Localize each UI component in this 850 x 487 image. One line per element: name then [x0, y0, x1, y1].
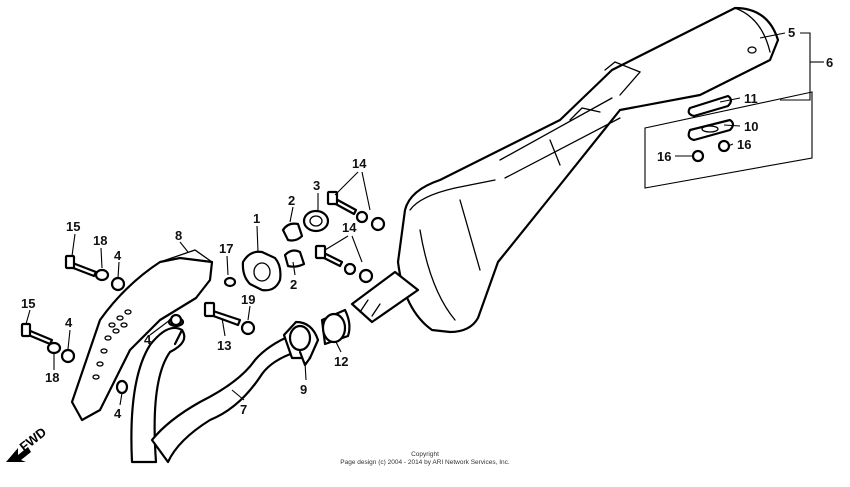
flange-gasket: [241, 250, 282, 292]
callout-4-mid-left: 4: [65, 315, 73, 330]
nuts-and-washers: [46, 210, 386, 395]
callout-15-upper: 15: [66, 219, 80, 234]
callout-14-upper: 14: [352, 156, 367, 171]
callout-5: 5: [788, 25, 795, 40]
exhaust-pipe: [130, 316, 298, 464]
callout-8: 8: [175, 228, 182, 243]
callout-19: 19: [241, 292, 255, 307]
copyright-line-1: Copyright: [411, 451, 439, 458]
callout-16-right: 16: [737, 137, 751, 152]
callout-13: 13: [217, 338, 231, 353]
callout-18-upper: 18: [93, 233, 107, 248]
callout-2-lower: 2: [290, 277, 297, 292]
callout-labels: 5 6 11 10 16 16 14 14 3 2 2 1 17 19 13 1…: [21, 25, 833, 421]
protector-vent-holes: [92, 309, 132, 380]
callout-4-upper: 4: [114, 248, 122, 263]
callout-11: 11: [744, 91, 758, 106]
callout-2-upper: 2: [288, 193, 295, 208]
joint-collar: [282, 320, 320, 367]
muffler-outlet: [350, 270, 420, 324]
fwd-indicator: FWD: [6, 424, 49, 462]
fwd-label: FWD: [17, 424, 50, 454]
callout-4-mid: 4: [144, 332, 152, 347]
callout-3: 3: [313, 178, 320, 193]
callout-4-lower: 4: [114, 406, 122, 421]
callout-12: 12: [334, 354, 348, 369]
bolt-15-upper: [64, 254, 98, 278]
heat-shield-parts: [687, 94, 735, 163]
gasket-ring: [320, 308, 351, 346]
callout-10: 10: [744, 119, 758, 134]
copyright-notice: Copyright Page design (c) 2004 - 2014 by…: [300, 451, 550, 467]
bolt-15-lower: [20, 322, 54, 346]
bolt-13: [203, 301, 242, 327]
callout-15-lower: 15: [21, 296, 35, 311]
bolt-14-lower: [314, 244, 344, 268]
callout-9: 9: [300, 382, 307, 397]
exhaust-protector: [70, 249, 214, 422]
callout-7: 7: [240, 402, 247, 417]
leader-lines: [25, 32, 824, 406]
callout-18-lower: 18: [45, 370, 59, 385]
callout-1: 1: [253, 211, 260, 226]
muffler-assembly: [396, 6, 780, 334]
callout-14-lower: 14: [342, 220, 357, 235]
split-collars: [281, 209, 330, 268]
bolt-14-upper: [326, 190, 358, 216]
copyright-line-2: Page design (c) 2004 - 2014 by ARI Netwo…: [340, 459, 510, 466]
callout-6: 6: [826, 55, 833, 70]
arrow-down-left-icon: [6, 447, 31, 462]
callout-17: 17: [219, 241, 233, 256]
group-bracket-box: [644, 91, 813, 189]
callout-16-left: 16: [657, 149, 671, 164]
